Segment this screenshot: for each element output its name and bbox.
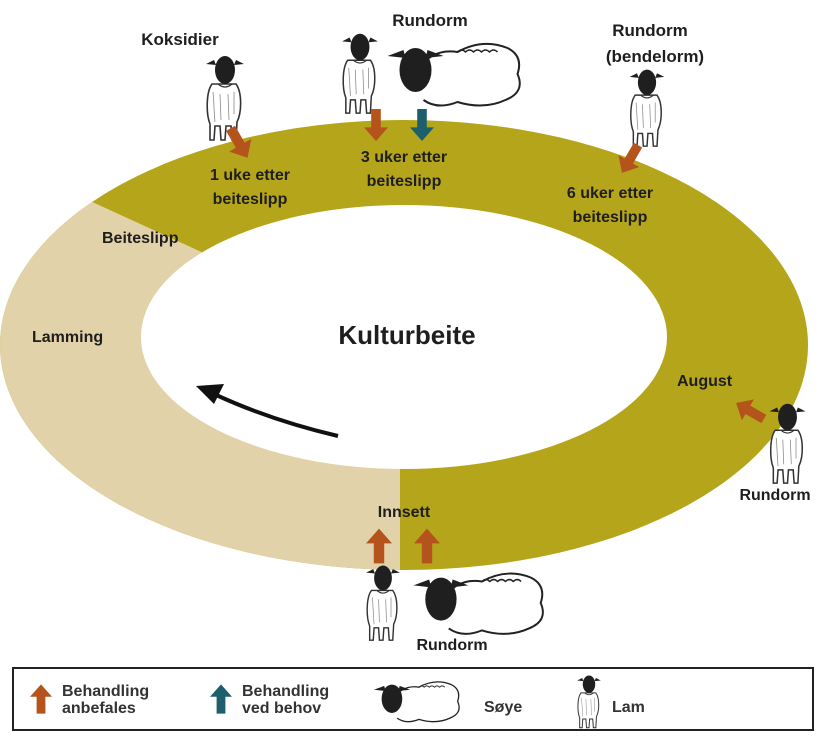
label-rundorm-bendelorm-1: Rundorm bbox=[612, 21, 688, 40]
legend: Behandling anbefales Behandling ved beho… bbox=[12, 667, 814, 731]
legend-lamb-icon bbox=[576, 674, 602, 729]
label-week3-line2: beiteslipp bbox=[367, 173, 442, 190]
ring-inner bbox=[141, 205, 667, 469]
label-koksidier: Koksidier bbox=[141, 30, 219, 49]
ewe-icon bbox=[386, 42, 521, 107]
legend-arrow-recommended-icon bbox=[30, 684, 52, 714]
label-rundorm-top: Rundorm bbox=[392, 11, 468, 30]
legend-arrow-as-needed-icon bbox=[210, 684, 232, 714]
lamb-icon bbox=[341, 32, 379, 114]
legend-as-needed-line1: Behandling bbox=[242, 683, 330, 700]
label-week1-line2: beiteslipp bbox=[213, 191, 288, 208]
label-august: August bbox=[677, 373, 733, 390]
label-rundorm-right: Rundorm bbox=[739, 487, 810, 504]
label-rundorm-bottom: Rundorm bbox=[416, 637, 487, 654]
label-innsett: Innsett bbox=[378, 504, 431, 521]
center-title: Kulturbeite bbox=[338, 320, 475, 350]
legend-ewe-icon bbox=[373, 681, 460, 723]
label-week6-line2: beiteslipp bbox=[573, 209, 648, 226]
legend-recommended-line2: anbefales bbox=[62, 700, 136, 717]
label-beiteslipp: Beiteslipp bbox=[102, 230, 179, 247]
legend-as-needed-line2: ved behov bbox=[242, 700, 322, 717]
legend-as-needed-label: Behandling ved behov bbox=[242, 683, 329, 717]
lamb-icon bbox=[628, 68, 666, 147]
lamb-icon bbox=[205, 55, 245, 141]
label-rundorm-bendelorm-2: (bendelorm) bbox=[606, 47, 704, 66]
legend-lamb-label: Lam bbox=[612, 699, 645, 716]
direction-arrow bbox=[196, 384, 339, 438]
label-week3-line1: 3 uker etter bbox=[361, 149, 447, 166]
label-week1-line1: 1 uke etter bbox=[210, 167, 290, 184]
label-lamming: Lamming bbox=[32, 329, 103, 346]
lamb-icon bbox=[365, 564, 401, 641]
legend-recommended-label: Behandling anbefales bbox=[62, 683, 149, 717]
legend-recommended-line1: Behandling bbox=[62, 683, 150, 700]
label-week6-line1: 6 uker etter bbox=[567, 185, 653, 202]
ewe-icon bbox=[412, 572, 544, 635]
legend-ewe-label: Søye bbox=[484, 699, 523, 716]
